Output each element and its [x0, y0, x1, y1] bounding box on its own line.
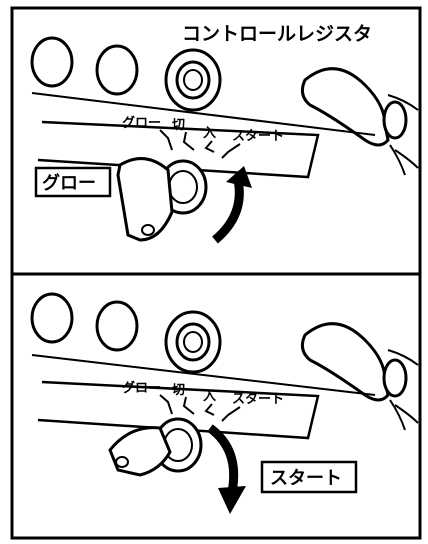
start-callout: スタート [260, 460, 358, 494]
indicator-lamp-1 [30, 36, 74, 88]
indicator-lamp-2-bottom [95, 300, 139, 352]
top-panel: コントロールレジスタ グロー 切 入 スタート グロー [30, 23, 419, 244]
position-label-start: スタート [232, 129, 284, 144]
position-label-off-bottom: 切 [172, 383, 185, 398]
throttle-lever-bottom [300, 322, 419, 431]
control-register-label: コントロールレジスタ [182, 23, 372, 45]
position-pointer-lines-bottom [159, 394, 241, 422]
position-label-glow-bottom: グロー [122, 380, 161, 396]
bottom-panel: グロー 切 入 スタート スタート [30, 292, 419, 514]
indicator-lamp-2 [95, 44, 139, 96]
start-callout-text: スタート [270, 468, 342, 489]
throttle-lever [300, 67, 419, 176]
position-label-on: 入 [203, 126, 216, 141]
position-label-glow: グロー [122, 115, 161, 131]
dashboard-edge [31, 92, 376, 136]
ignition-key [116, 157, 208, 242]
rotate-arrow-down-head [218, 486, 246, 514]
rotate-arrow-up-head [226, 166, 252, 188]
position-label-on-bottom: 入 [203, 389, 216, 404]
position-label-start-bottom: スタート [232, 392, 284, 407]
rotate-arrow-up [212, 179, 244, 244]
indicator-lamp-1-bottom [30, 292, 74, 344]
control-register-knob [164, 48, 222, 112]
dashboard-edge-bottom [31, 354, 376, 396]
rotate-arrow-down [207, 424, 239, 493]
position-pointer-lines [159, 129, 241, 159]
ignition-key-bottom [108, 417, 203, 477]
control-register-knob-bottom [164, 310, 222, 374]
position-label-off: 切 [172, 118, 185, 133]
glow-callout: グロー [34, 166, 112, 198]
glow-callout-text: グロー [42, 172, 96, 194]
